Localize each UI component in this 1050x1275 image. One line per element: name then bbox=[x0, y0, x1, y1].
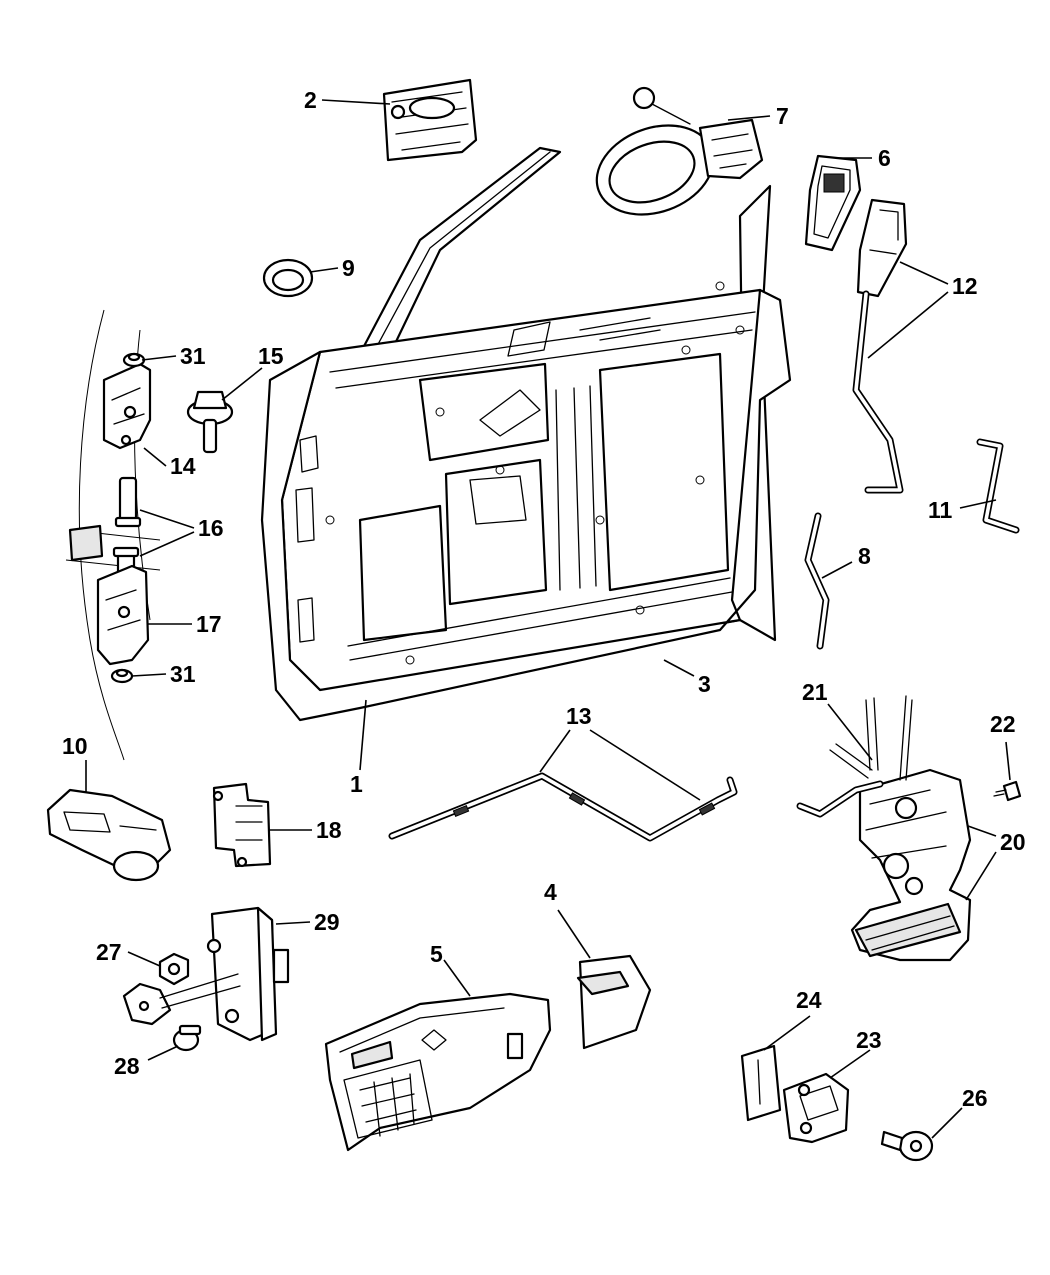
leader-lines bbox=[85, 99, 1011, 1139]
part-20-latch-assembly bbox=[796, 695, 972, 962]
callout-28: 28 bbox=[114, 1053, 140, 1079]
part-4-pull-cup bbox=[576, 954, 652, 1050]
callout-26: 26 bbox=[962, 1085, 988, 1111]
callout-4: 4 bbox=[544, 879, 557, 905]
callout-29: 29 bbox=[314, 909, 340, 935]
callout-27: 27 bbox=[96, 939, 122, 965]
part-7-outside-handle bbox=[595, 86, 764, 216]
callout-15: 15 bbox=[258, 343, 284, 369]
callout-3: 3 bbox=[698, 671, 711, 697]
part-17-lower-hinge bbox=[96, 564, 150, 666]
callout-labels: 1 2 3 4 5 6 7 8 9 10 11 12 13 14 15 16 1… bbox=[62, 87, 1026, 1111]
callout-23: 23 bbox=[856, 1027, 882, 1053]
part-12-lock-rod bbox=[852, 198, 908, 494]
part-27-nut bbox=[158, 952, 190, 986]
part-14-upper-hinge bbox=[102, 362, 152, 450]
part-2-inside-handle-bracket bbox=[382, 78, 478, 162]
part-28-bolt bbox=[172, 1024, 202, 1052]
callout-11: 11 bbox=[928, 497, 953, 523]
callout-7: 7 bbox=[776, 103, 789, 129]
part-3-door-shell bbox=[260, 146, 792, 722]
part-29-door-check bbox=[122, 906, 290, 1042]
callout-24: 24 bbox=[796, 987, 822, 1013]
part-11-rod bbox=[976, 438, 1020, 534]
callout-9: 9 bbox=[342, 255, 355, 281]
part-10-bracket bbox=[46, 788, 172, 882]
callout-18: 18 bbox=[316, 817, 342, 843]
part-26-screw bbox=[880, 1130, 934, 1162]
callout-6: 6 bbox=[878, 145, 891, 171]
part-13-rod bbox=[388, 772, 738, 842]
callout-5: 5 bbox=[430, 941, 443, 967]
callout-13: 13 bbox=[566, 703, 592, 729]
part-8-rod bbox=[804, 512, 830, 650]
callout-17: 17 bbox=[196, 611, 222, 637]
callout-16: 16 bbox=[198, 515, 224, 541]
part-24-shim bbox=[740, 1044, 782, 1122]
part-22-screw bbox=[993, 780, 1022, 802]
callout-1: 1 bbox=[350, 771, 363, 797]
callout-22: 22 bbox=[990, 711, 1016, 737]
callout-31-upper: 31 bbox=[180, 343, 206, 369]
callout-8: 8 bbox=[858, 543, 871, 569]
part-9-grommet bbox=[262, 258, 314, 298]
callout-31-lower: 31 bbox=[170, 661, 196, 687]
part-31-nuts bbox=[110, 352, 146, 684]
callout-2: 2 bbox=[304, 87, 317, 113]
part-6-switch-bezel bbox=[804, 154, 862, 252]
callout-21: 21 bbox=[802, 679, 828, 705]
callout-10: 10 bbox=[62, 733, 88, 759]
callout-20: 20 bbox=[1000, 829, 1026, 855]
callout-14: 14 bbox=[170, 453, 196, 479]
part-5-trim-panel bbox=[324, 992, 552, 1152]
part-23-striker bbox=[782, 1072, 850, 1144]
callout-12: 12 bbox=[952, 273, 978, 299]
part-15-bolt bbox=[186, 390, 234, 454]
part-18-wiring-clip bbox=[212, 782, 272, 868]
